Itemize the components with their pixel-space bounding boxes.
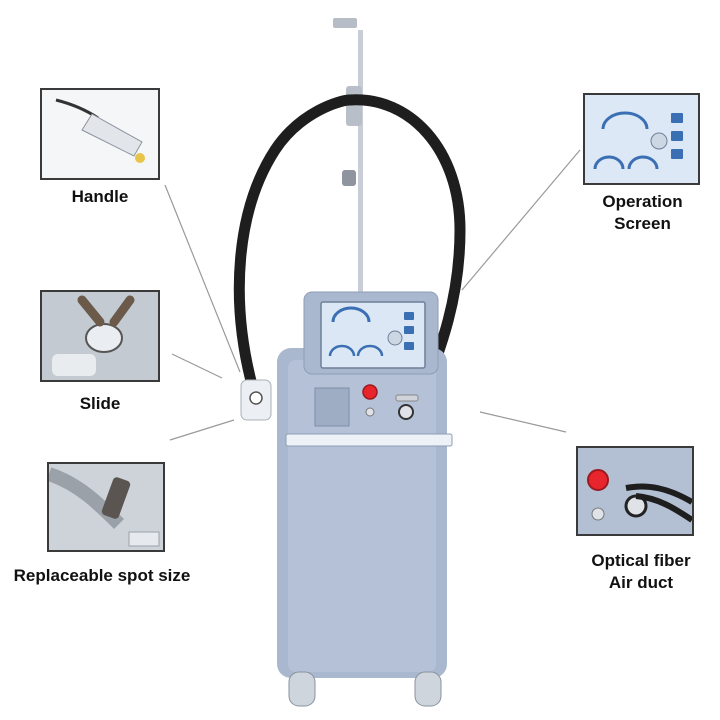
handpiece-lens xyxy=(249,391,263,405)
slide-thumbnail xyxy=(40,290,160,382)
leader-line-operation-screen xyxy=(461,149,581,291)
optical-fiber-label-line2: Air duct xyxy=(608,573,674,592)
optical-fiber-label-line1: Optical fiber xyxy=(591,551,691,570)
operation-screen-icon xyxy=(585,95,698,183)
key-switch xyxy=(365,407,375,417)
leader-line-spot-size xyxy=(169,419,235,441)
handle-label: Handle xyxy=(71,187,129,206)
leader-line-optical-fiber xyxy=(479,411,567,433)
spot-size-icon xyxy=(49,464,163,550)
support-pole xyxy=(358,30,363,292)
fiber-connector xyxy=(395,394,419,402)
screen-dial xyxy=(387,330,403,346)
handle-thumbnail xyxy=(40,88,160,180)
screen-gauge-bottom-right xyxy=(356,344,384,357)
slide-label: Slide xyxy=(79,394,121,413)
operation-screen-label-line1: Operation xyxy=(602,192,683,211)
screen-button xyxy=(404,326,414,334)
slide-icon xyxy=(42,292,158,380)
optical-fiber-label: Optical fiber Air duct xyxy=(566,550,716,594)
machine-front-panel xyxy=(288,360,436,672)
screen-gauge-bottom-left xyxy=(328,344,356,357)
screen-button xyxy=(404,342,414,350)
hose-left xyxy=(233,94,356,391)
machine-screen xyxy=(320,301,426,369)
pole-hook xyxy=(342,170,356,186)
operation-screen-thumbnail xyxy=(583,93,700,185)
screen-button xyxy=(404,312,414,320)
wheel-right xyxy=(414,671,442,707)
leader-line-handle xyxy=(164,184,241,373)
operation-screen-label: Operation Screen xyxy=(575,191,710,235)
handle-icon xyxy=(55,98,145,163)
wheel-left xyxy=(288,671,316,707)
spot-size-label: Replaceable spot size xyxy=(13,566,191,585)
fiber-port xyxy=(398,404,414,420)
emergency-button xyxy=(362,384,378,400)
pole-clamp xyxy=(346,86,362,126)
handpiece-holder-shelf xyxy=(285,433,453,447)
spot-size-thumbnail xyxy=(47,462,165,552)
leader-line-slide xyxy=(171,353,223,379)
slot-panel xyxy=(314,387,350,427)
operation-screen-label-line2: Screen xyxy=(614,214,671,233)
optical-fiber-icon xyxy=(578,448,692,534)
screen-gauge-top xyxy=(331,306,371,323)
pole-bracket xyxy=(333,18,357,28)
optical-fiber-thumbnail xyxy=(576,446,694,536)
